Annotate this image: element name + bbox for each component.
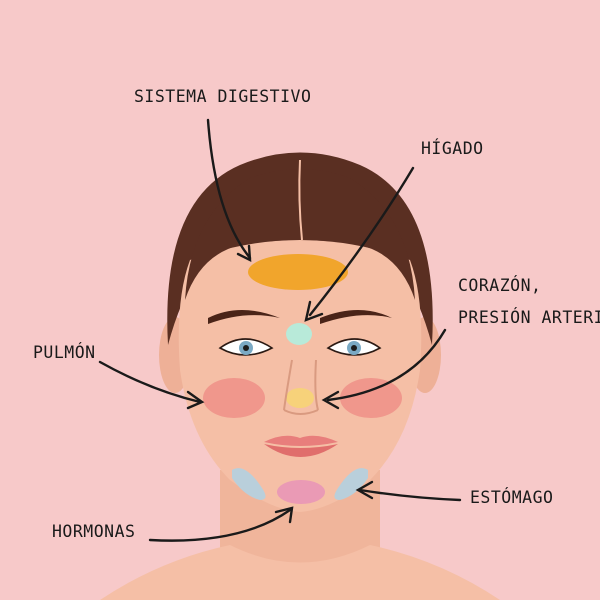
label-lung: PULMÓN <box>33 343 96 362</box>
label-hormones: HORMONAS <box>52 522 136 541</box>
upper-lip <box>264 435 338 446</box>
label-heart-line2: PRESIÓN ARTERIAL <box>458 308 600 327</box>
label-digestive-system: SISTEMA DIGESTIVO <box>134 87 312 106</box>
right-eyebrow <box>320 310 392 324</box>
label-heart-line1: CORAZÓN, <box>458 276 542 295</box>
left-eyebrow <box>208 310 280 324</box>
hormones-zone <box>277 480 325 504</box>
heart-zone <box>286 388 314 408</box>
arrow-heart <box>326 328 447 402</box>
arrows <box>98 118 462 542</box>
arrow-stomach-head <box>355 480 374 500</box>
arrow-digestive <box>206 118 252 260</box>
arrow-liver <box>308 166 415 317</box>
liver-zone <box>286 323 312 345</box>
face-shape <box>178 240 422 512</box>
right-pupil <box>351 345 357 351</box>
nose <box>283 359 319 415</box>
arrow-lung-head <box>186 390 205 410</box>
right-stomach-zone <box>334 468 368 500</box>
digestive-zone <box>248 254 348 290</box>
left-pupil <box>243 345 249 351</box>
left-stomach-zone <box>232 468 266 500</box>
left-lung-zone <box>203 378 265 418</box>
arrow-digestive-head <box>236 244 252 263</box>
arrow-hormones <box>148 508 292 542</box>
arrow-stomach <box>358 488 462 502</box>
lower-lip <box>264 444 338 457</box>
label-liver: HÍGADO <box>421 139 484 158</box>
hairline <box>185 169 415 300</box>
label-stomach: ESTÓMAGO <box>470 488 554 507</box>
arrow-heart-head <box>321 390 340 410</box>
arrow-liver-head <box>304 300 324 322</box>
arrow-lung <box>98 360 202 404</box>
right-lung-zone <box>340 378 402 418</box>
arrow-hormones-head <box>274 506 294 524</box>
shoulders <box>100 545 500 600</box>
hair-part <box>298 159 303 241</box>
